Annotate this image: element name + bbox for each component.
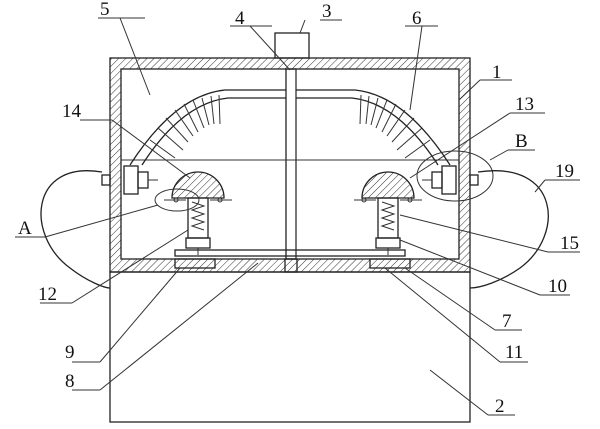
detail-circle-a bbox=[154, 188, 200, 212]
bottom-plate bbox=[174, 249, 406, 257]
label-1: 1 bbox=[492, 62, 502, 83]
right-slider bbox=[369, 258, 411, 269]
label-12: 12 bbox=[38, 284, 57, 305]
label-b: B bbox=[515, 131, 528, 152]
left-dome-assembly bbox=[164, 171, 232, 255]
label-a: A bbox=[18, 218, 32, 239]
label-4: 4 bbox=[235, 8, 245, 29]
label-11: 11 bbox=[505, 342, 523, 363]
label-13: 13 bbox=[515, 94, 534, 115]
label-14: 14 bbox=[62, 101, 82, 122]
label-5: 5 bbox=[100, 0, 110, 20]
label-10: 10 bbox=[548, 276, 567, 297]
left-handle bbox=[40, 170, 111, 289]
base-block bbox=[109, 271, 471, 423]
label-9: 9 bbox=[65, 342, 75, 363]
right-dome-assembly bbox=[354, 171, 422, 255]
right-side-clamp bbox=[422, 165, 479, 195]
top-knob bbox=[274, 32, 310, 59]
housing-inner-cavity bbox=[120, 68, 460, 260]
arc-brush bbox=[129, 89, 451, 166]
detail-circle-b bbox=[416, 150, 494, 202]
left-slider bbox=[174, 258, 216, 269]
label-3: 3 bbox=[322, 1, 332, 22]
right-handle bbox=[469, 170, 549, 289]
label-7: 7 bbox=[502, 311, 512, 332]
label-6: 6 bbox=[412, 8, 422, 29]
label-19: 19 bbox=[555, 161, 574, 182]
left-side-clamp bbox=[101, 165, 158, 195]
label-15: 15 bbox=[560, 233, 579, 254]
center-block bbox=[284, 258, 298, 273]
label-8: 8 bbox=[65, 371, 75, 392]
leader-lines bbox=[15, 17, 580, 416]
label-2: 2 bbox=[495, 396, 505, 417]
